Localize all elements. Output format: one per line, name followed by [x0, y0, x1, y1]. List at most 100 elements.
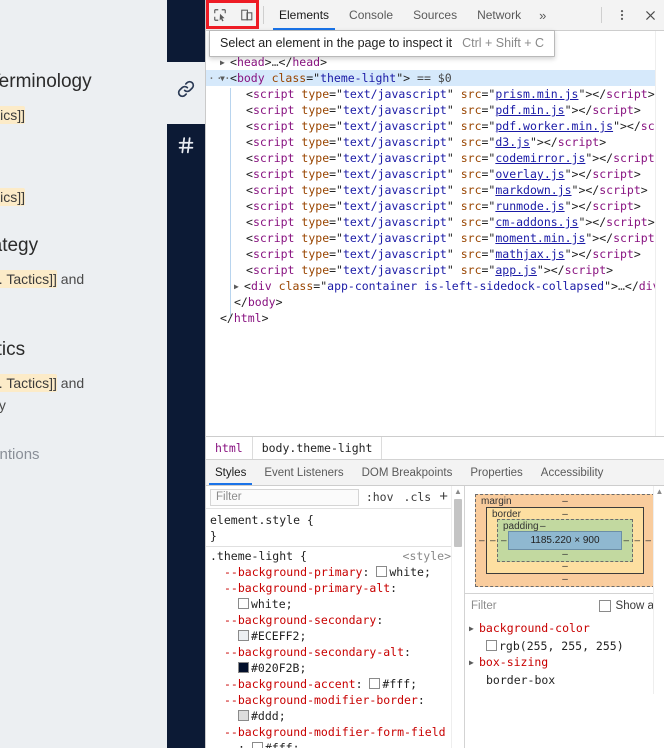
sidedock-tab-tags[interactable] [167, 134, 205, 161]
tab-sources[interactable]: Sources [413, 8, 458, 22]
declaration-value[interactable]: white [251, 597, 286, 611]
declaration-value[interactable]: #ddd [251, 709, 279, 723]
box-model-border[interactable]: border – – – – padding – – – – [486, 507, 644, 574]
scroll-up-arrow-icon[interactable]: ▲ [454, 487, 462, 496]
declaration-row[interactable]: --background-secondary-alt: [224, 645, 411, 659]
dom-script-src[interactable]: prism.min.js [495, 87, 579, 101]
tab-accessibility[interactable]: Accessibility [540, 466, 604, 479]
declaration-property[interactable]: --background-secondary-alt [224, 645, 405, 659]
dom-row-script[interactable]: <script type="text/javascript" src="pdf.… [246, 103, 641, 117]
more-options-button[interactable] [608, 0, 635, 30]
rule-origin-link[interactable]: <style> [402, 549, 451, 563]
dom-row-html-close[interactable]: </html> [220, 311, 269, 325]
dom-row-script[interactable]: <script type="text/javascript" src="pris… [246, 87, 655, 101]
declaration-value-row[interactable]: #020F2B; [210, 660, 464, 676]
breadcrumb-item-html[interactable]: html [215, 441, 243, 455]
more-tabs-button[interactable]: » [539, 7, 547, 23]
color-swatch[interactable] [376, 566, 388, 577]
tab-styles[interactable]: Styles [206, 460, 255, 485]
declaration-value-row[interactable]: #ECEFF2; [210, 628, 464, 644]
computed-property-row[interactable]: ▶ background-color [465, 620, 664, 638]
inspect-element-button[interactable] [206, 0, 233, 30]
sidedock-tab-backlinks[interactable] [167, 78, 205, 105]
note-link-ref-3[interactable]: rategy vs. Tactics]] [0, 270, 57, 288]
dom-script-src[interactable]: pdf.min.js [495, 103, 565, 117]
declaration-property[interactable]: --background-primary [224, 565, 363, 579]
dom-row-script[interactable]: <script type="text/javascript" src="mome… [246, 231, 662, 245]
declaration-row[interactable]: --background-primary: white; [224, 565, 431, 579]
tab-event-listeners[interactable]: Event Listeners [264, 466, 344, 479]
color-swatch[interactable] [238, 662, 249, 673]
border-top-value[interactable]: – [562, 509, 568, 520]
tab-properties[interactable]: Properties [470, 466, 523, 479]
hov-button[interactable]: :hov [365, 490, 394, 504]
margin-top-value[interactable]: – [562, 496, 568, 507]
theme-light-rule[interactable]: .theme-light {<style> --background-prima… [206, 547, 464, 748]
dom-row-script[interactable]: <script type="text/javascript" src="pdf.… [246, 119, 664, 133]
declaration-value-row[interactable]: #ddd; [210, 708, 464, 724]
declaration-row[interactable]: --background-modifier-form-field [210, 724, 464, 740]
dom-script-src[interactable]: d3.js [495, 135, 530, 149]
declaration-value[interactable]: #020F2B [251, 661, 300, 675]
dom-row-body-close[interactable]: </body> [234, 295, 283, 309]
color-swatch[interactable] [238, 710, 249, 721]
show-all-toggle[interactable]: Show all [598, 599, 659, 612]
styles-filter-input[interactable]: Filter [210, 488, 359, 506]
dom-tree-scrollbar[interactable] [655, 31, 664, 436]
computed-filter-input[interactable]: Filter [471, 599, 497, 612]
collapse-triangle-icon[interactable]: ▼ [220, 74, 225, 83]
declaration-property[interactable]: --background-modifier-form-field [224, 725, 446, 739]
dom-row-script[interactable]: <script type="text/javascript" src="runm… [246, 199, 641, 213]
computed-property-row[interactable]: ▶box-sizing [465, 654, 664, 672]
scrollbar-thumb[interactable] [454, 499, 462, 547]
computed-property-name[interactable]: box-sizing [479, 655, 549, 669]
dom-row-body-selected[interactable]: ···▼<body class="theme-light"> == $0 [206, 70, 664, 86]
element-style-rule[interactable]: element.style { } [206, 511, 464, 547]
declaration-property[interactable]: --background-accent [224, 677, 356, 691]
padding-right-value[interactable]: – [623, 535, 629, 546]
border-right-value[interactable]: – [634, 535, 640, 546]
declaration-value[interactable]: white [389, 565, 424, 579]
padding-bottom-value[interactable]: – [562, 549, 568, 560]
declaration-value-row[interactable]: : #fff; [210, 740, 464, 748]
dom-script-src[interactable]: moment.min.js [495, 231, 586, 245]
dom-row-script[interactable]: <script type="text/javascript" src="over… [246, 167, 641, 181]
margin-bottom-value[interactable]: – [562, 574, 568, 585]
breadcrumb-item-body[interactable]: body.theme-light [251, 437, 383, 459]
expand-triangle-icon[interactable]: ▶ [469, 624, 474, 633]
declaration-property[interactable]: --background-primary-alt [224, 581, 391, 595]
declaration-value[interactable]: #fff [382, 677, 411, 691]
color-swatch[interactable] [369, 678, 381, 689]
color-swatch[interactable] [486, 640, 497, 651]
margin-left-value[interactable]: – [479, 535, 485, 546]
computed-property-name[interactable]: background-color [479, 621, 590, 635]
dom-script-src[interactable]: pdf.worker.min.js [495, 119, 614, 133]
dom-script-src[interactable]: overlay.js [495, 167, 565, 181]
dom-row-script[interactable]: <script type="text/javascript" src="app.… [246, 263, 614, 277]
padding-top-value[interactable]: – [540, 521, 546, 532]
scroll-up-arrow-icon[interactable]: ▲ [655, 487, 664, 496]
styles-scrollbar[interactable]: ▲ [451, 486, 464, 748]
declaration-property[interactable]: --background-secondary [224, 613, 377, 627]
dom-row-head[interactable]: ▶<head>…</head> [220, 55, 328, 69]
box-model-content-size[interactable]: 1185.220 × 900 [508, 531, 622, 550]
dom-script-src[interactable]: cm-addons.js [495, 215, 579, 229]
dom-script-src[interactable]: app.js [495, 263, 537, 277]
border-left-value[interactable]: – [490, 535, 496, 546]
color-swatch[interactable] [238, 598, 249, 609]
declaration-row[interactable]: --background-primary-alt: [224, 581, 398, 595]
color-swatch[interactable] [251, 742, 263, 748]
expand-triangle-icon[interactable]: ▶ [220, 58, 225, 67]
dom-script-src[interactable]: runmode.js [495, 199, 565, 213]
dom-script-src[interactable]: markdown.js [495, 183, 572, 197]
note-link-ref-2[interactable]: y vs. Tactics]] [0, 188, 25, 206]
note-link-ref-1[interactable]: y vs. Tactics]] [0, 106, 25, 124]
declaration-value-row[interactable]: white; [210, 596, 464, 612]
box-model-margin[interactable]: margin – – – – border – – – – paddin [475, 494, 655, 587]
dom-row-script[interactable]: <script type="text/javascript" src="math… [246, 247, 641, 261]
device-toolbar-button[interactable] [233, 0, 260, 30]
dom-row-app-container[interactable]: ▶<div class="app-container is-left-sided… [234, 279, 664, 293]
tab-dom-breakpoints[interactable]: DOM Breakpoints [361, 466, 453, 479]
declaration-value[interactable]: #fff [264, 741, 293, 748]
dom-row-script[interactable]: <script type="text/javascript" src="code… [246, 151, 662, 165]
